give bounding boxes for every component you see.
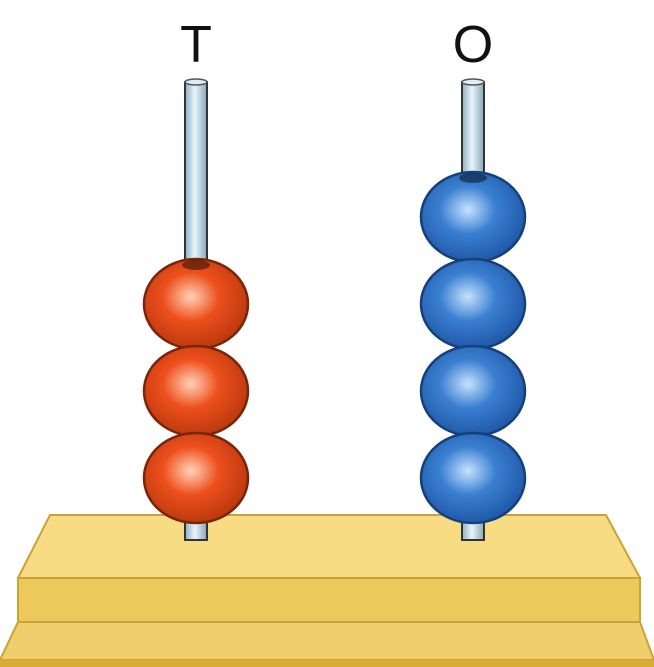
base-bottom-edge bbox=[0, 660, 654, 667]
base-top-face bbox=[16, 514, 642, 579]
bead-t-3 bbox=[142, 257, 250, 351]
rod-t bbox=[142, 78, 250, 541]
rod-label-t: T bbox=[180, 16, 212, 74]
bead-o-2 bbox=[419, 344, 527, 438]
base-foot bbox=[0, 621, 654, 661]
bead-o-4 bbox=[419, 170, 527, 264]
abacus-base bbox=[0, 514, 654, 667]
rod-top-cap bbox=[184, 78, 208, 86]
rod-o bbox=[419, 78, 527, 541]
bead-o-1 bbox=[419, 431, 527, 525]
bead-o-3 bbox=[419, 257, 527, 351]
bead-t-1 bbox=[142, 431, 250, 525]
bead-hole-shadow bbox=[182, 260, 210, 270]
rod-top-cap bbox=[461, 78, 485, 86]
base-front-face bbox=[17, 577, 641, 623]
bead-t-2 bbox=[142, 344, 250, 438]
bead-hole-shadow bbox=[459, 173, 487, 183]
rod-label-o: O bbox=[453, 16, 493, 74]
